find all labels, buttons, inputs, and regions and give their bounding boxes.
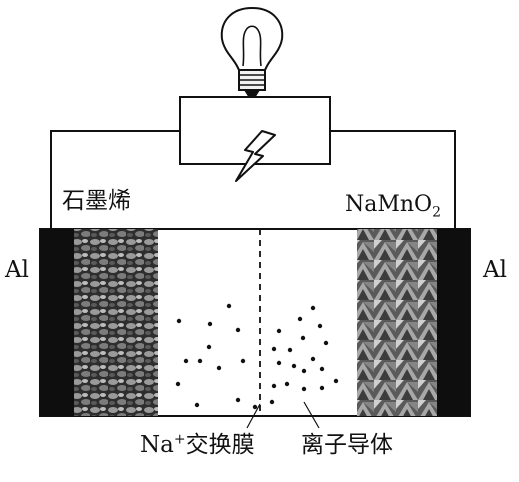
membrane-pointer <box>246 403 261 429</box>
ion-dot <box>301 368 307 374</box>
ion-dot <box>319 385 325 391</box>
ion-dot <box>301 386 307 392</box>
ion-dot <box>276 360 282 366</box>
ion-dot <box>300 335 306 341</box>
ion-dot <box>269 399 275 405</box>
ion-dot <box>297 316 303 322</box>
membrane-ion-charge: + <box>173 431 186 448</box>
ion-conductor-label: 离子导体 <box>301 432 393 458</box>
left-wire <box>50 130 180 229</box>
ion-dot <box>284 381 290 387</box>
right-electrode-label: Al <box>483 257 507 283</box>
membrane-ion: Na <box>140 432 174 458</box>
ion-dot <box>197 358 203 364</box>
right-wire <box>330 130 456 229</box>
left-electrode-label: Al <box>5 257 29 283</box>
ion-dot <box>287 347 293 353</box>
ion-dot <box>183 358 189 364</box>
ion-dot <box>252 404 258 410</box>
ion-dot <box>235 397 241 403</box>
ion-dot <box>317 323 323 329</box>
ion-dot <box>175 381 181 387</box>
cathode-formula-subscript: 2 <box>432 204 442 221</box>
ion-dot <box>240 358 246 364</box>
membrane-text: 交换膜 <box>185 432 255 458</box>
ion-dot <box>323 340 329 346</box>
ion-dot <box>310 305 316 311</box>
ion-dot <box>310 356 316 362</box>
ion-dot <box>271 383 277 389</box>
ion-dot <box>194 402 200 408</box>
cathode-formula-base: NaMnO <box>345 192 433 217</box>
left-collector <box>40 229 74 416</box>
conductor-pointer <box>303 401 320 429</box>
ion-dot <box>216 365 222 371</box>
ion-dot <box>207 321 213 327</box>
membrane-label: Na+交换膜 <box>140 431 255 458</box>
lightning-bolt-icon <box>235 130 276 182</box>
ion-dot <box>333 378 339 384</box>
light-bulb-icon <box>220 6 284 98</box>
ion-dot <box>271 346 277 352</box>
anode-material-label: 石墨烯 <box>62 188 131 214</box>
graphene-anode <box>74 229 158 416</box>
ion-dot <box>206 344 212 350</box>
right-collector <box>437 229 470 416</box>
ion-dot <box>276 328 282 334</box>
ion-dot <box>226 303 232 309</box>
cathode-material-label: NaMnO2 <box>345 192 441 220</box>
ion-dot <box>319 366 325 372</box>
ion-dot <box>235 327 241 333</box>
ion-dot <box>291 363 297 369</box>
namno2-cathode <box>357 229 437 416</box>
ion-dot <box>176 318 182 324</box>
ion-dots <box>175 303 339 410</box>
